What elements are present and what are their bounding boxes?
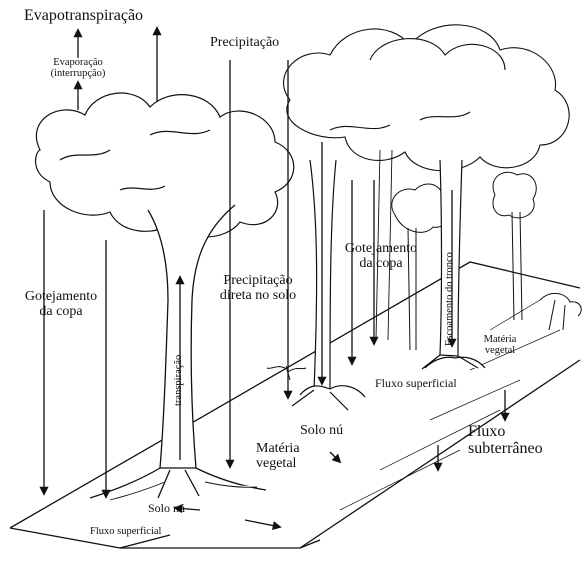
canopy-drip-right-line1: Gotejamento bbox=[330, 242, 432, 257]
litter-middle-line2: vegetal bbox=[256, 457, 300, 472]
evapotranspiration-label: Evapotranspiração bbox=[24, 8, 143, 25]
right-canopy bbox=[284, 25, 570, 171]
surface-flow-bottom-label: Fluxo superficial bbox=[90, 526, 161, 537]
canopy-drip-left-label: Gotejamento da copa bbox=[10, 290, 112, 319]
litter-right-label: Matéria vegetal bbox=[470, 334, 530, 356]
precipitation-label: Precipitação bbox=[210, 36, 279, 51]
left-trunk bbox=[90, 205, 266, 500]
evaporation-label: Evaporação (interrupção) bbox=[30, 57, 126, 79]
litter-right-line1: Matéria bbox=[470, 334, 530, 345]
groundwater-flow-line2: subterrâneo bbox=[468, 441, 543, 458]
litter-middle-line1: Matéria bbox=[256, 442, 300, 457]
bare-soil-middle-label: Solo nú bbox=[300, 424, 343, 439]
canopy-drip-right-label: Gotejamento da copa bbox=[330, 242, 432, 271]
litter-middle-label: Matéria vegetal bbox=[256, 442, 300, 471]
groundwater-flow-line1: Fluxo bbox=[468, 424, 543, 441]
canopy-drip-left-line2: da copa bbox=[10, 305, 112, 320]
bare-soil-bottom-label: Solo nú bbox=[148, 502, 185, 515]
transpiration-label: transpiração bbox=[173, 355, 184, 406]
direct-precipitation-line2: direta no solo bbox=[202, 289, 314, 304]
direct-precipitation-line1: Precipitação bbox=[202, 274, 314, 289]
direct-precipitation-label: Precipitação direta no solo bbox=[202, 274, 314, 303]
canopy-drip-right-line2: da copa bbox=[330, 257, 432, 272]
evaporation-label-line1: Evaporação bbox=[30, 57, 126, 68]
surface-flow-right-label: Fluxo superficial bbox=[375, 377, 457, 390]
evaporation-label-line2: (interrupção) bbox=[30, 68, 126, 79]
right-trunks bbox=[292, 150, 485, 410]
litter-right-line2: vegetal bbox=[470, 345, 530, 356]
canopy-drip-left-line1: Gotejamento bbox=[10, 290, 112, 305]
groundwater-flow-label: Fluxo subterrâneo bbox=[468, 424, 543, 458]
stemflow-label: Escoamento do tronco bbox=[444, 252, 455, 346]
